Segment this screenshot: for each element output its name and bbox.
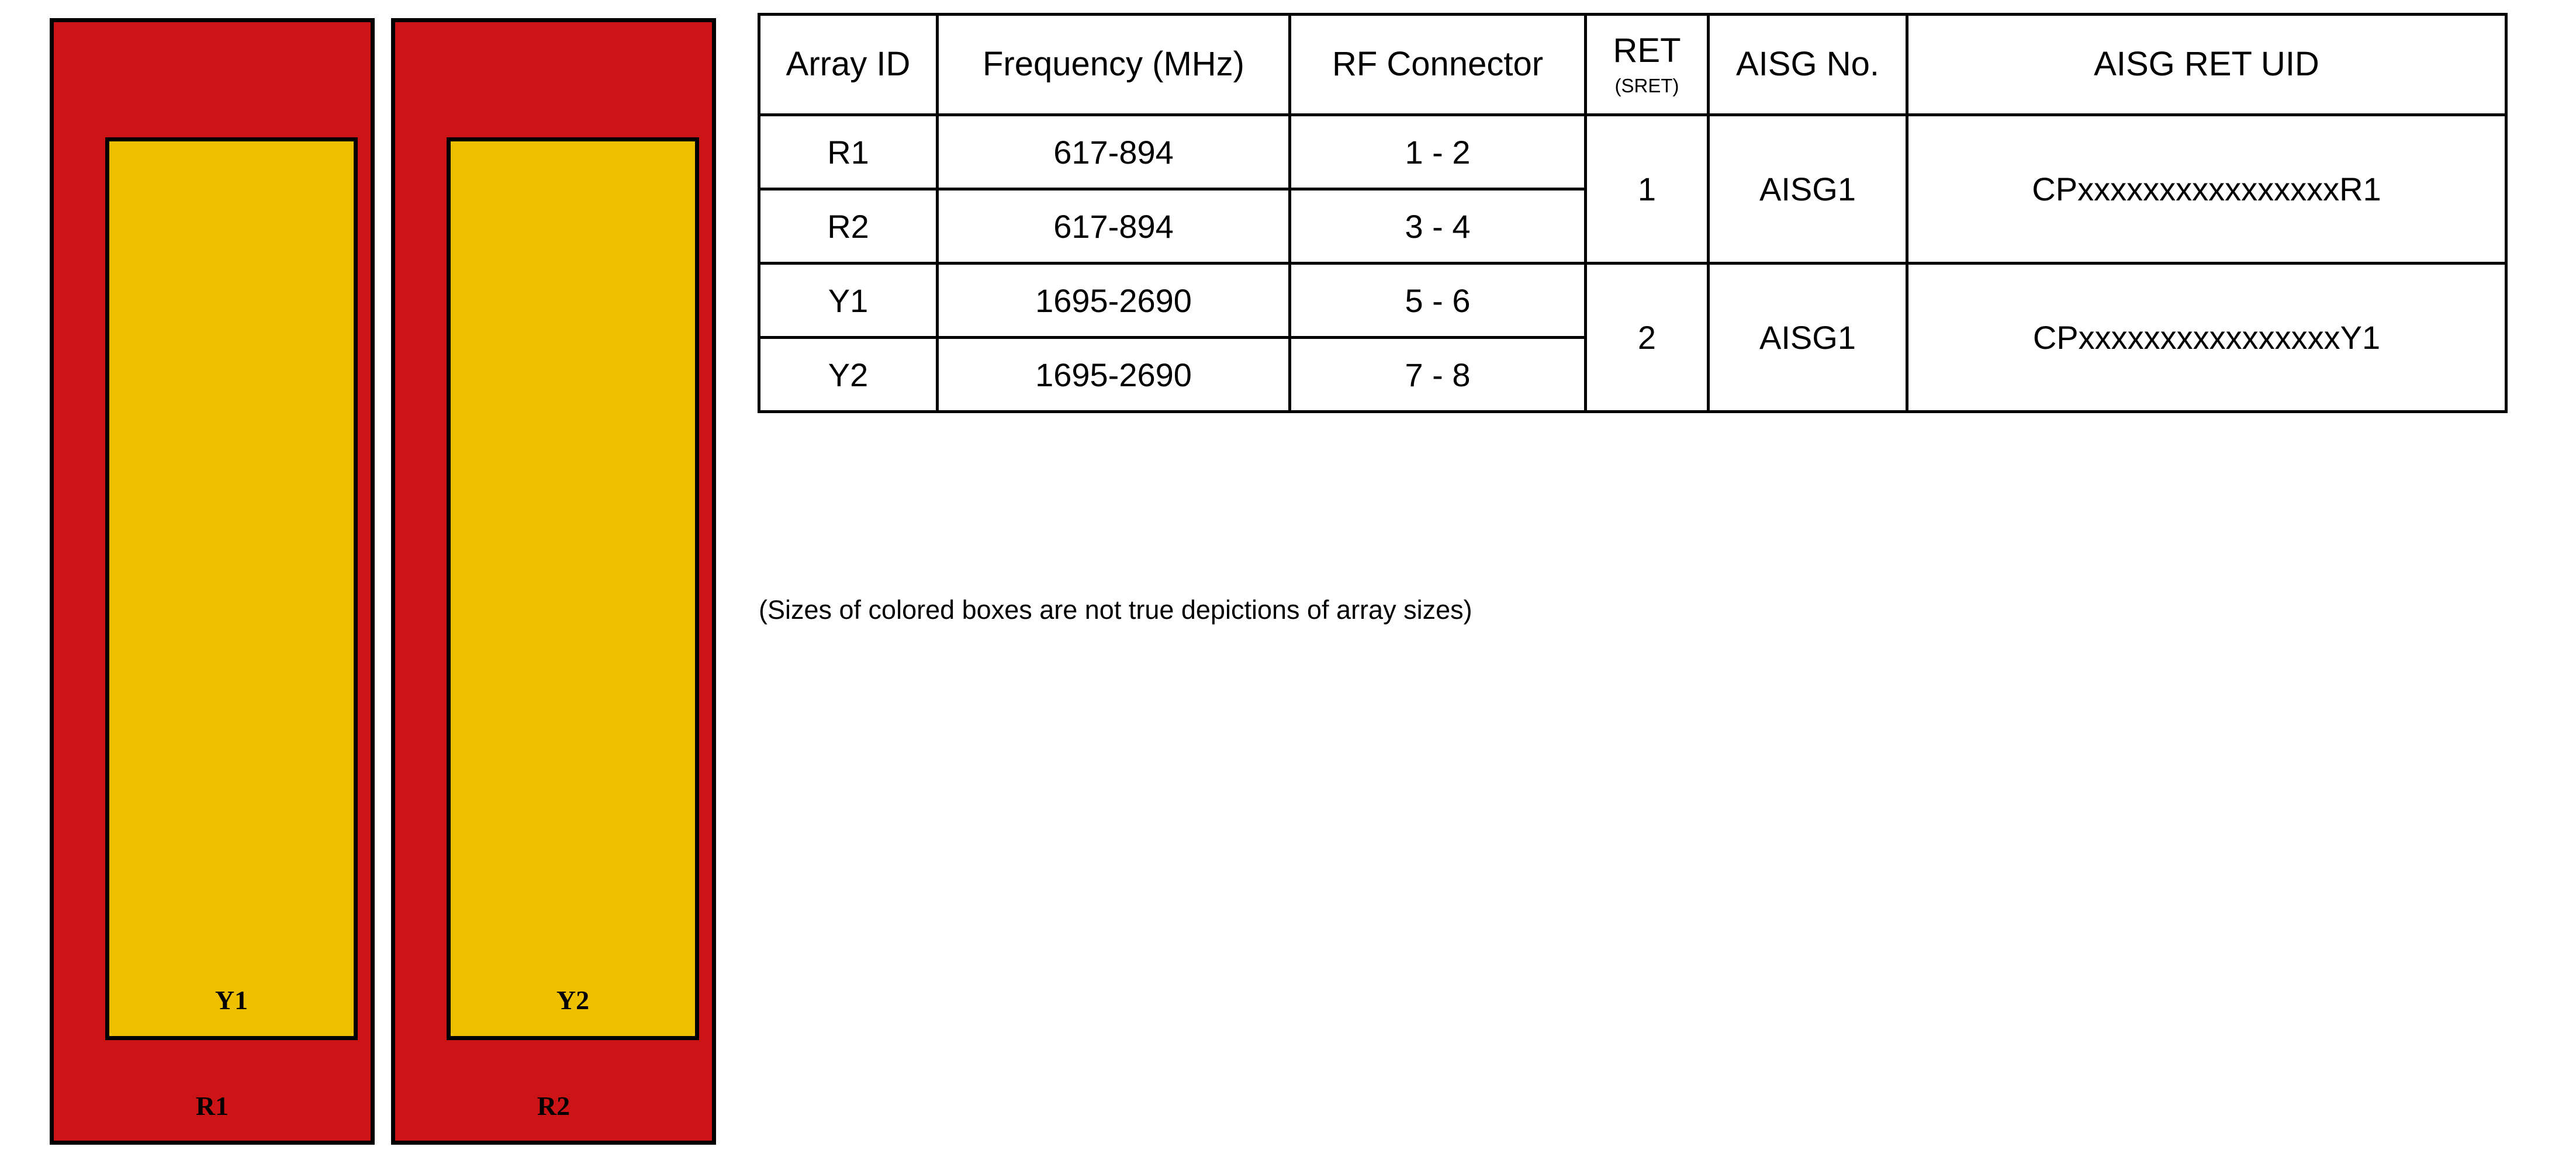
column-header-frequency: Frequency (MHz) <box>936 13 1291 116</box>
column-header-ret: RET (SRET) <box>1584 13 1710 116</box>
array-panel-r2: Y2 R2 <box>391 18 716 1145</box>
array-spec-table: Array ID Frequency (MHz) RF Connector RE… <box>758 13 2508 413</box>
column-header-rf-connector: RF Connector <box>1288 13 1587 116</box>
column-header-aisg-no: AISG No. <box>1707 13 1908 116</box>
table-row: Y1 1695-2690 5 - 6 2 AISG1 CPxxxxxxxxxxx… <box>758 262 2508 413</box>
array-inner-box-y1: Y1 <box>105 137 358 1040</box>
array-outer-label-r2: R2 <box>537 1091 570 1121</box>
cell-frequency-r2: 617-894 <box>936 188 1291 265</box>
cell-array-id-y2: Y2 <box>758 336 939 413</box>
spec-table-container: Array ID Frequency (MHz) RF Connector RE… <box>758 13 2508 413</box>
cell-rf-connector-r2: 3 - 4 <box>1288 188 1587 265</box>
cell-rf-connector-r1: 1 - 2 <box>1288 113 1587 190</box>
array-inner-box-y2: Y2 <box>447 137 699 1040</box>
table-row: R1 617-894 1 - 2 1 AISG1 CPxxxxxxxxxxxxx… <box>758 113 2508 265</box>
column-header-aisg-ret-uid: AISG RET UID <box>1906 13 2508 116</box>
array-panel-r1: Y1 R1 <box>50 18 375 1145</box>
column-header-array-id: Array ID <box>758 13 939 116</box>
cell-rf-connector-y1: 5 - 6 <box>1288 262 1587 339</box>
cell-array-id-r2: R2 <box>758 188 939 265</box>
cell-ret-group-1: 1 <box>1584 113 1710 265</box>
column-header-ret-main: RET <box>1613 32 1681 70</box>
diagram-caption: (Sizes of colored boxes are not true dep… <box>759 595 1472 625</box>
array-inner-label-y1: Y1 <box>215 985 248 1015</box>
cell-array-id-y1: Y1 <box>758 262 939 339</box>
cell-rf-connector-y2: 7 - 8 <box>1288 336 1587 413</box>
table-header-row: Array ID Frequency (MHz) RF Connector RE… <box>758 13 2508 116</box>
cell-ret-group-2: 2 <box>1584 262 1710 413</box>
cell-frequency-y2: 1695-2690 <box>936 336 1291 413</box>
cell-array-id-r1: R1 <box>758 113 939 190</box>
cell-frequency-r1: 617-894 <box>936 113 1291 190</box>
cell-aisg-ret-uid-group-1: CPxxxxxxxxxxxxxxxxR1 <box>1906 113 2508 265</box>
table-row: Y2 1695-2690 7 - 8 <box>758 336 2506 413</box>
column-header-ret-sub: (SRET) <box>1614 75 1679 96</box>
cell-aisg-no-group-2: AISG1 <box>1707 262 1908 413</box>
table-row: R2 617-894 3 - 4 <box>758 188 2506 265</box>
cell-frequency-y1: 1695-2690 <box>936 262 1291 339</box>
array-diagram: Y1 R1 Y2 R2 <box>0 0 748 1164</box>
array-outer-label-r1: R1 <box>195 1091 229 1121</box>
array-inner-label-y2: Y2 <box>556 985 590 1015</box>
cell-aisg-no-group-1: AISG1 <box>1707 113 1908 265</box>
cell-aisg-ret-uid-group-2: CPxxxxxxxxxxxxxxxxY1 <box>1906 262 2508 413</box>
